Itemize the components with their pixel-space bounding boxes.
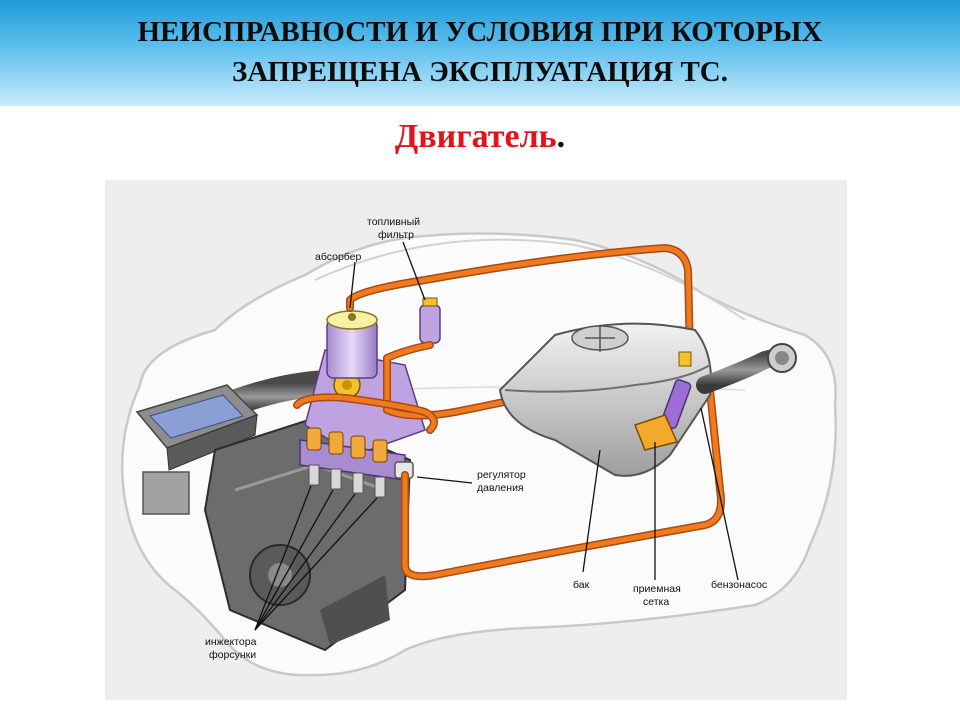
fuel-pump-unit	[634, 351, 692, 451]
header-banner: НЕИСПРАВНОСТИ И УСЛОВИЯ ПРИ КОТОРЫХ ЗАПР…	[0, 0, 960, 106]
label-intake-mesh-line2: сетка	[643, 596, 669, 608]
filler-neck	[696, 343, 797, 394]
car-roof-line	[314, 238, 576, 281]
title-line-1: НЕИСПРАВНОСТИ И УСЛОВИЯ ПРИ КОТОРЫХ	[137, 16, 823, 48]
section-title-dot: .	[556, 118, 566, 155]
label-intake-mesh-line1: приемная	[633, 583, 681, 595]
absorber-canister	[326, 310, 378, 379]
label-tank: бак	[573, 579, 590, 591]
air-filter-box	[135, 384, 259, 515]
label-injectors-line2: форсунки	[209, 649, 256, 661]
label-regulator-line2: давления	[477, 482, 524, 494]
car-windshield-line	[574, 244, 746, 321]
section-title-text: Двигатель	[394, 118, 557, 155]
fuel-lines	[293, 244, 725, 581]
fuel-filter	[419, 297, 441, 344]
fuel-injectors	[306, 427, 388, 498]
label-fuel-filter-line1: топливный	[367, 216, 420, 228]
leader-lines	[254, 241, 739, 631]
fuel-system-diagram: топливный фильтр абсорбер регулятор давл…	[105, 180, 847, 700]
label-absorber: абсорбер	[315, 251, 362, 263]
label-injectors-line1: инжектора	[205, 636, 257, 648]
label-fuel-filter-line2: фильтр	[378, 229, 414, 241]
label-regulator-line1: регулятор	[477, 469, 526, 481]
section-title: Двигатель.	[0, 118, 960, 156]
page-title: НЕИСПРАВНОСТИ И УСЛОВИЯ ПРИ КОТОРЫХ ЗАПР…	[0, 12, 960, 92]
label-fuel-pump: бензонасос	[711, 579, 767, 591]
title-line-2: ЗАПРЕЩЕНА ЭКСПЛУАТАЦИЯ ТС.	[232, 56, 728, 88]
